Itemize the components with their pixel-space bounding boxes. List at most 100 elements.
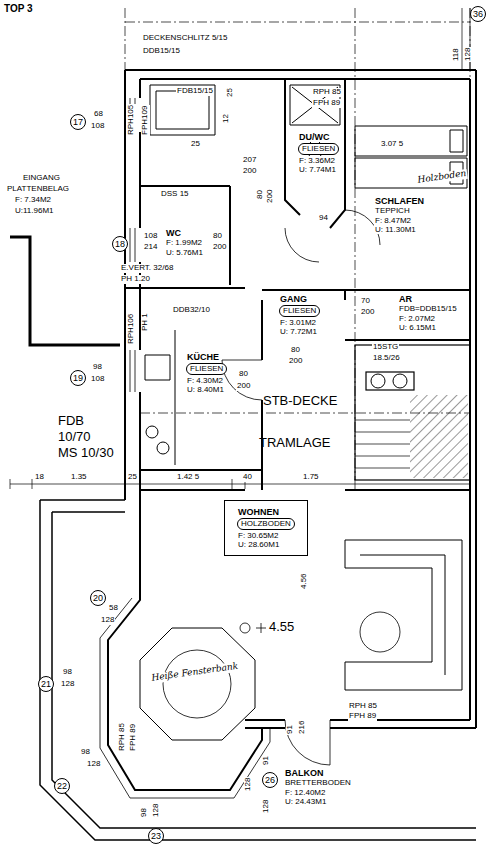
room-data: FDB=DDB15/15: [398, 304, 458, 313]
entrance-railing: [10, 237, 120, 345]
room-data: FLIESEN: [279, 305, 320, 316]
dimension: 18: [34, 473, 45, 482]
room-label: ARFDB=DDB15/15F: 2.07M2U: 6.15M1: [398, 294, 458, 332]
wall: [125, 70, 476, 728]
dimension: RPH 85: [348, 702, 378, 711]
dimension: RPH 85: [312, 88, 342, 97]
room-data: F: 8.47M2: [374, 216, 412, 225]
dimension: 128: [464, 47, 473, 62]
dimension: FDB15/15: [176, 87, 214, 96]
room-data: F: 12.40M2: [284, 788, 326, 797]
dimension: 58: [108, 604, 119, 613]
dimension: 25: [226, 87, 235, 98]
room-data: F: 3.01M2: [279, 318, 317, 327]
dimension: 200: [288, 357, 303, 366]
balcony-outline: [40, 500, 476, 840]
dimension: F: 7.34M2: [14, 196, 52, 205]
callout-number: 23: [148, 828, 164, 844]
room-data: U: 7.74M1: [298, 165, 337, 174]
dimension: DECKENSCHLITZ 5/15: [142, 34, 228, 43]
callout-number: 20: [90, 590, 106, 606]
callout-number: 18: [112, 236, 128, 252]
room-name: KÜCHE: [186, 352, 220, 362]
dimension: 1.35: [70, 473, 88, 482]
door-swing: [222, 210, 380, 765]
callout-number: 21: [38, 676, 54, 692]
center-mark: [256, 623, 266, 633]
dimension: FPH109: [141, 105, 150, 136]
room-label: SCHLAFENTEPPICHF: 8.47M2U: 11.30M1: [374, 196, 425, 234]
handwritten-note: Holzboden: [416, 169, 468, 186]
dimension: 25: [190, 140, 201, 149]
room-data: U: 28.60M1: [237, 540, 280, 549]
dimension: DDB15/15: [142, 47, 181, 56]
room-name: SCHLAFEN: [374, 196, 425, 206]
room-data: U: 24.43M1: [284, 797, 327, 806]
room-data: TEPPICH: [374, 206, 411, 215]
stove: [146, 426, 158, 438]
dimension: 91: [262, 755, 271, 766]
dimension: 91: [286, 724, 295, 735]
room-data: F: 4.30M2: [186, 376, 224, 385]
dimension: 80: [290, 346, 301, 355]
note: 10/70: [57, 430, 92, 444]
dimension: RPH106: [127, 313, 136, 345]
dimension: 108: [90, 375, 105, 384]
dimension: 128: [244, 777, 253, 792]
dimension: 200: [360, 308, 375, 317]
dimension: PLATTENBELAG: [6, 185, 70, 194]
dimension: 128: [60, 680, 75, 689]
dimension: 214: [143, 243, 158, 252]
callout-number: 22: [54, 778, 70, 794]
dimension: 108: [90, 122, 105, 131]
dimension: 128: [86, 760, 101, 769]
dimension: 216: [298, 720, 307, 735]
dimension: E.VERT. 32/68: [120, 264, 174, 273]
room-data: BRETTERBODEN: [284, 778, 352, 787]
room-name: GANG: [279, 294, 308, 304]
dimension-line: [10, 8, 470, 489]
bed: [355, 126, 467, 188]
center-mark: [240, 623, 250, 633]
callout-number: 36: [470, 6, 486, 22]
sofa: [345, 540, 462, 690]
table-top: [163, 650, 231, 718]
room-label: WCF: 1.99M2U: 5.76M1: [165, 228, 204, 257]
room-data: F: 30.65M2: [237, 531, 279, 540]
room-name: DU/WC: [298, 132, 331, 142]
dimension: 128: [262, 799, 271, 814]
dimension: 108: [143, 232, 158, 241]
dimension: 3.07 5: [380, 140, 404, 149]
flue: [371, 374, 385, 388]
dimension: 25: [127, 473, 138, 482]
room-name: BALKON: [284, 768, 325, 778]
window: [130, 98, 135, 392]
dimension: FPH 89: [348, 712, 377, 721]
dimension: DSS 15: [160, 190, 190, 199]
dimension: 1.75: [302, 473, 320, 482]
room-label: GANGFLIESENF: 3.01M2U: 7.72M1: [279, 294, 320, 336]
room-data: HOLZBODEN: [237, 518, 295, 529]
dining-table: [140, 628, 255, 740]
dimension: 18.5/26: [372, 354, 401, 363]
stair-tread: [355, 420, 410, 468]
callout-number: 17: [70, 114, 86, 130]
room-name: WC: [165, 228, 182, 238]
dimension: 80: [256, 189, 265, 200]
room-data: U: 5.76M1: [165, 248, 204, 257]
dimension: RPH105: [127, 104, 136, 136]
dimension: 98: [140, 807, 149, 818]
handwritten-note: Heiße Fensterbank: [150, 662, 240, 684]
room-label: DU/WCFLIESENF: 3.36M2U: 7.74M1: [298, 132, 339, 174]
lamp: [360, 612, 400, 652]
room-label: BALKONBRETTERBODENF: 12.40M2U: 24.43M1: [284, 768, 352, 806]
note: MS 10/30: [57, 446, 115, 460]
note: STB-DECKE: [262, 394, 338, 408]
kitchen-counter: [145, 330, 175, 465]
dimension: 200: [266, 189, 275, 204]
dimension: FPH 89: [129, 723, 138, 752]
dimension: 70: [360, 297, 371, 306]
dimension: 15STG: [372, 343, 399, 352]
dimension: 80: [212, 232, 223, 241]
dimension: 40: [242, 473, 253, 482]
